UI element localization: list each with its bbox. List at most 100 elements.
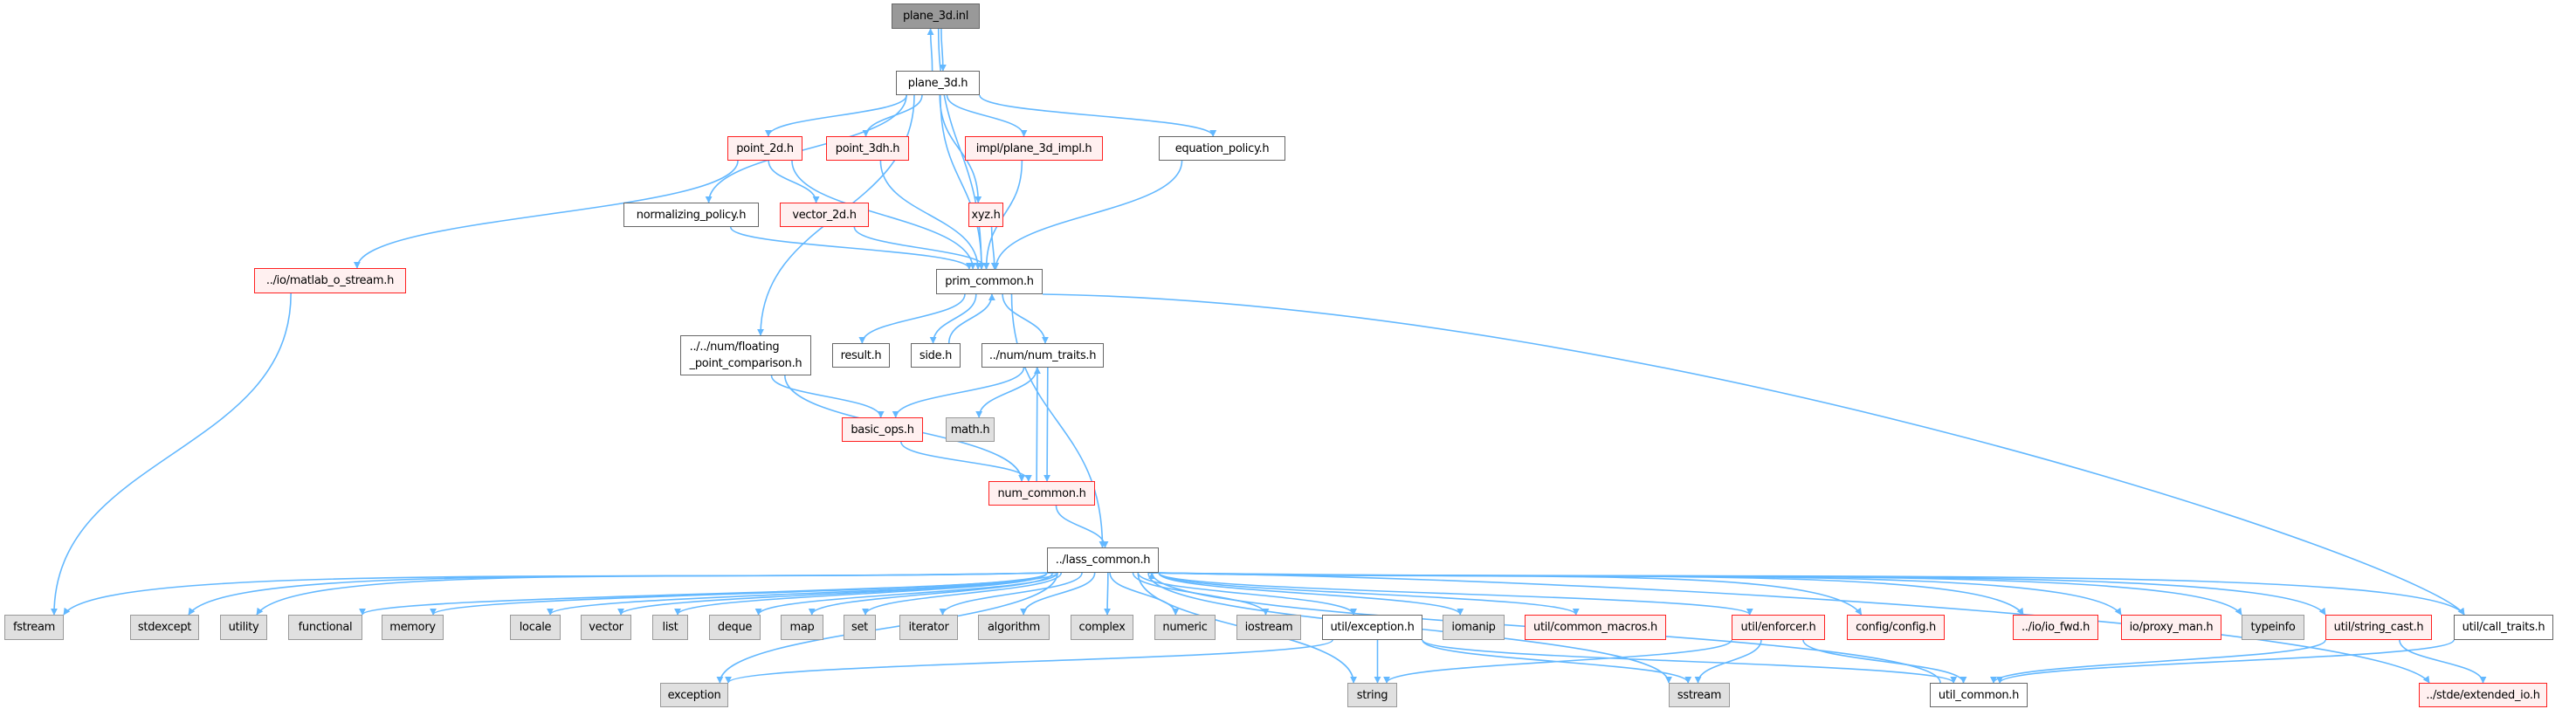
node-floating-point-comparison[interactable]: ../../num/floating _point_comparison.h	[680, 335, 811, 375]
node-num-common[interactable]: num_common.h	[988, 481, 1095, 506]
node-set[interactable]: set	[844, 615, 876, 640]
node-util-exception[interactable]: util/exception.h	[1322, 615, 1422, 640]
node-label: num_common.h	[997, 486, 1086, 500]
edge-lass_common-to-exception	[716, 572, 1058, 684]
node-label: result.h	[840, 348, 882, 362]
edge-lass_common-to-complex	[1104, 572, 1112, 616]
node-result[interactable]: result.h	[832, 343, 890, 368]
edge-lass_common-to-util_exception	[1137, 572, 1357, 616]
edge-prim_common-to-result	[858, 293, 966, 344]
node-label: fstream	[12, 621, 56, 634]
edge-num_traits-to-basic_ops	[892, 367, 1025, 418]
edge-plane_3d_inl-to-plane_3d_h	[939, 28, 947, 72]
node-label: sstream	[1677, 688, 1722, 702]
node-label: normalizing_policy.h	[636, 208, 747, 222]
edge-point_2d-to-prim_common	[791, 160, 977, 270]
node-math[interactable]: math.h	[946, 417, 995, 442]
node-config[interactable]: config/config.h	[1847, 615, 1945, 640]
node-locale[interactable]: locale	[510, 615, 561, 640]
node-stdexcept[interactable]: stdexcept	[130, 615, 199, 640]
node-functional[interactable]: functional	[288, 615, 362, 640]
node-num-traits[interactable]: ../num/num_traits.h	[981, 343, 1104, 368]
edge-plane_3d_inl-to-prim_common	[937, 28, 985, 270]
node-string[interactable]: string	[1347, 683, 1397, 707]
node-label: basic_ops.h	[851, 423, 914, 437]
node-normalizing-policy[interactable]: normalizing_policy.h	[623, 203, 759, 227]
node-plane-3d-impl[interactable]: impl/plane_3d_impl.h	[965, 136, 1103, 161]
edge-prim_common-to-lass_common	[1010, 293, 1106, 548]
node-iomanip[interactable]: iomanip	[1443, 615, 1505, 640]
node-xyz[interactable]: xyz.h	[968, 203, 1003, 227]
node-extended-io[interactable]: ../stde/extended_io.h	[2419, 683, 2547, 707]
node-prim-common[interactable]: prim_common.h	[936, 269, 1043, 294]
node-side[interactable]: side.h	[911, 343, 961, 368]
node-label: ../io/io_fwd.h	[2021, 621, 2090, 634]
node-iterator[interactable]: iterator	[899, 615, 958, 640]
node-label: functional	[298, 621, 353, 634]
node-label: plane_3d.inl	[902, 10, 969, 23]
edge-lass_common-to-iomanip	[1158, 572, 1464, 616]
edge-prim_common-to-side	[929, 293, 977, 344]
node-map[interactable]: map	[781, 615, 823, 640]
edge-lass_common-to-iterator	[939, 572, 1083, 616]
node-label: util/enforcer.h	[1740, 621, 1816, 634]
edge-lass_common-to-call_traits	[1158, 572, 2465, 616]
node-fstream[interactable]: fstream	[4, 615, 64, 640]
node-label: ../num/num_traits.h	[988, 348, 1097, 362]
node-enforcer[interactable]: util/enforcer.h	[1732, 615, 1825, 640]
node-typeinfo[interactable]: typeinfo	[2242, 615, 2304, 640]
node-vector-2d[interactable]: vector_2d.h	[780, 203, 869, 227]
node-string-cast[interactable]: util/string_cast.h	[2325, 615, 2432, 640]
node-call-traits[interactable]: util/call_traits.h	[2454, 615, 2553, 640]
edge-side-to-prim_common	[947, 293, 995, 344]
node-label: util/call_traits.h	[2462, 621, 2545, 634]
node-iostream[interactable]: iostream	[1236, 615, 1301, 640]
edge-lass_common-to-memory	[430, 572, 1048, 616]
node-io-fwd[interactable]: ../io/io_fwd.h	[2013, 615, 2098, 640]
edge-floating_point_comparison-to-basic_ops	[770, 375, 885, 418]
node-algorithm[interactable]: algorithm	[978, 615, 1050, 640]
node-label: typeinfo	[2250, 621, 2296, 634]
node-label: locale	[519, 621, 552, 634]
node-label: algorithm	[987, 621, 1041, 634]
edge-point_3dh-to-prim_common	[879, 160, 982, 270]
node-point-3dh[interactable]: point_3dh.h	[826, 136, 909, 161]
node-vector[interactable]: vector	[581, 615, 631, 640]
node-equation-policy[interactable]: equation_policy.h	[1159, 136, 1285, 161]
node-util-common[interactable]: util_common.h	[1930, 683, 2028, 707]
node-plane-3d-inl[interactable]: plane_3d.inl	[892, 3, 980, 29]
node-basic-ops[interactable]: basic_ops.h	[842, 417, 923, 442]
node-memory[interactable]: memory	[382, 615, 444, 640]
edge-matlab_o_stream-to-fstream	[50, 293, 292, 616]
edge-lass_common-to-numeric	[1109, 572, 1180, 616]
node-label: deque	[717, 621, 753, 634]
node-sstream[interactable]: sstream	[1669, 683, 1730, 707]
node-point-2d[interactable]: point_2d.h	[727, 136, 802, 161]
node-common-macros[interactable]: util/common_macros.h	[1525, 615, 1666, 640]
edge-prim_common-to-call_traits	[1042, 293, 2465, 616]
node-plane-3d-h[interactable]: plane_3d.h	[896, 71, 980, 95]
edge-num_common-to-lass_common	[1055, 505, 1109, 548]
node-numeric[interactable]: numeric	[1154, 615, 1216, 640]
node-label: utility	[228, 621, 259, 634]
node-label: complex	[1078, 621, 1126, 634]
node-deque[interactable]: deque	[709, 615, 761, 640]
edge-enforcer-to-util_common	[1802, 639, 1967, 684]
edge-lass_common-to-algorithm	[1020, 572, 1096, 616]
node-label: equation_policy.h	[1174, 141, 1270, 155]
edge-lass_common-to-map	[808, 572, 1054, 616]
edge-lass_common-to-common_macros	[1158, 572, 1580, 616]
node-utility[interactable]: utility	[220, 615, 267, 640]
node-label: point_3dh.h	[835, 141, 900, 155]
node-lass-common[interactable]: ../lass_common.h	[1047, 547, 1159, 573]
edge-xyz-to-prim_common	[990, 226, 998, 270]
edge-lass_common-to-extended_io	[1158, 572, 2430, 684]
node-exception[interactable]: exception	[660, 683, 728, 707]
node-matlab-o-stream[interactable]: ../io/matlab_o_stream.h	[254, 268, 406, 293]
node-label: memory	[389, 621, 436, 634]
edge-plane_3d_h-to-plane_3d_inl	[926, 28, 934, 72]
node-proxy-man[interactable]: io/proxy_man.h	[2121, 615, 2221, 640]
node-complex[interactable]: complex	[1071, 615, 1133, 640]
node-list[interactable]: list	[652, 615, 688, 640]
